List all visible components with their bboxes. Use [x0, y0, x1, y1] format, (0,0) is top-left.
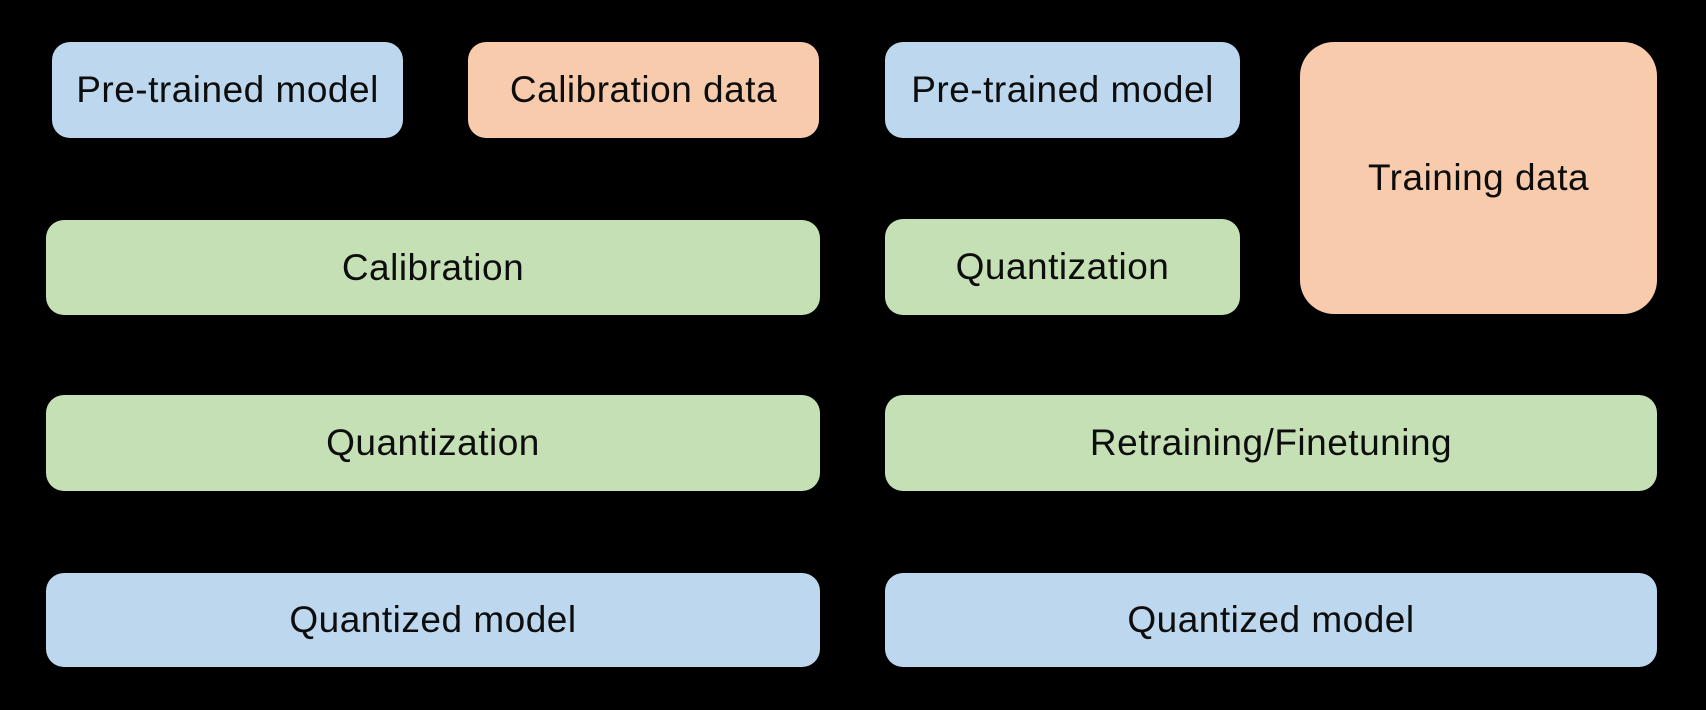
- node-calibration-data: Calibration data: [468, 42, 819, 138]
- node-pretrained-model-right: Pre-trained model: [885, 42, 1240, 138]
- node-quantized-model-right: Quantized model: [885, 573, 1657, 667]
- node-calibration-step: Calibration: [46, 220, 820, 315]
- node-training-data: Training data: [1300, 42, 1657, 314]
- node-quantization-step-left: Quantization: [46, 395, 820, 491]
- node-quantization-step-right: Quantization: [885, 219, 1240, 315]
- node-quantized-model-left: Quantized model: [46, 573, 820, 667]
- node-pretrained-model-left: Pre-trained model: [52, 42, 403, 138]
- node-retraining-finetuning-step: Retraining/Finetuning: [885, 395, 1657, 491]
